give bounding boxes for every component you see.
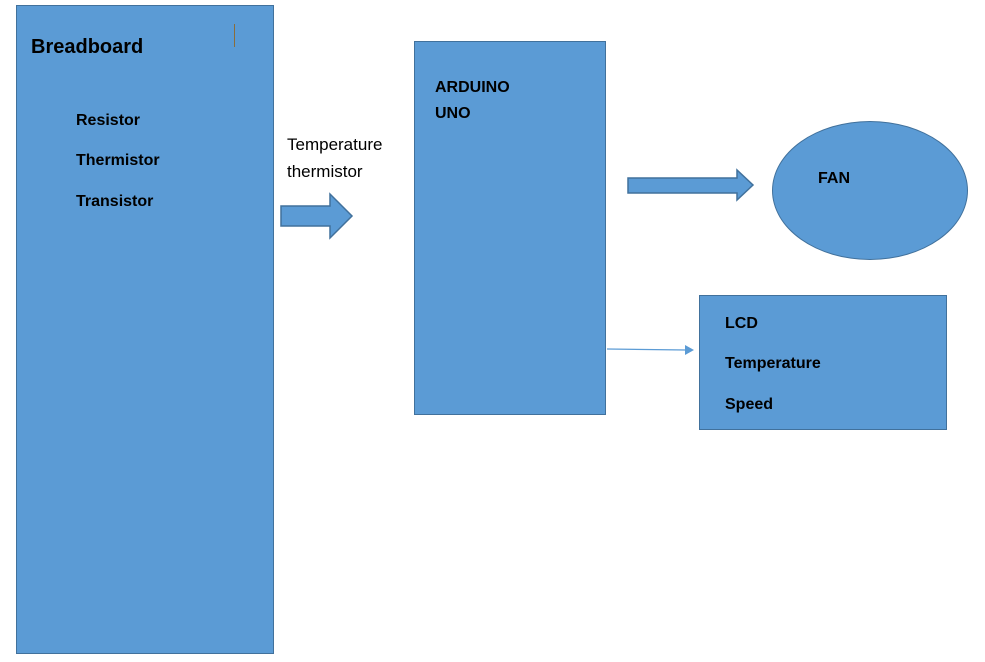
breadboard-title: Breadboard [31, 36, 144, 58]
lcd-block [699, 295, 947, 430]
lcd-line-speed: Speed [725, 396, 774, 413]
lcd-line-lcd: LCD [725, 315, 758, 332]
text-cursor-mark [234, 24, 235, 47]
arduino-label-line2: UNO [435, 105, 471, 122]
lcd-line-temperature: Temperature [725, 355, 821, 372]
arduino-to-fan-arrow [627, 168, 755, 202]
signal-label-line2: thermistor [287, 162, 363, 181]
fan-label: FAN [818, 170, 850, 187]
signal-label-line1: Temperature [287, 135, 383, 154]
arduino-label-line1: ARDUINO [435, 79, 510, 96]
arduino-to-lcd-line [606, 348, 687, 351]
arduino-block [414, 41, 606, 415]
breadboard-component-thermistor: Thermistor [76, 152, 160, 169]
breadboard-component-transistor: Transistor [76, 193, 154, 210]
breadboard-component-resistor: Resistor [76, 112, 141, 129]
breadboard-block [16, 5, 274, 654]
breadboard-to-arduino-arrow [280, 192, 354, 240]
arduino-to-lcd-arrowhead [685, 345, 694, 355]
fan-ellipse [772, 121, 968, 260]
